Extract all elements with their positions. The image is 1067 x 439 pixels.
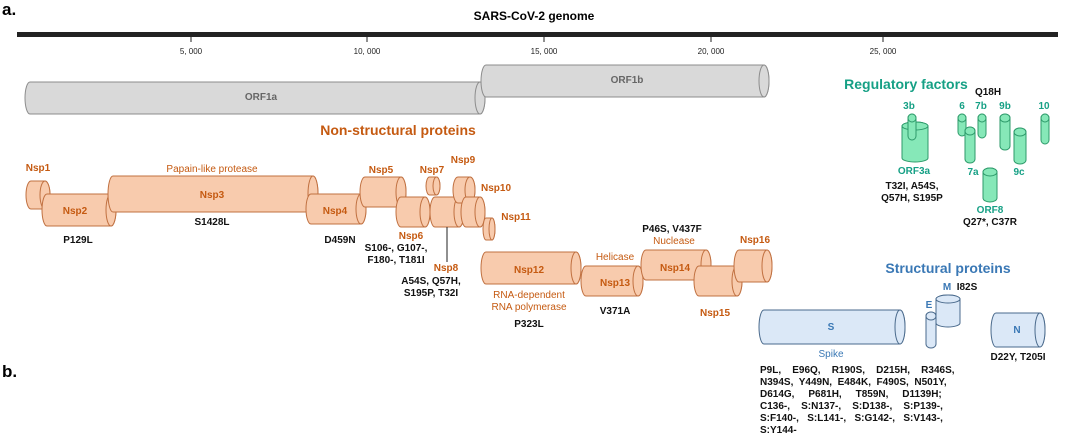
reg-orf3a-label: ORF3a [897, 166, 931, 177]
m-mutations: I82S [956, 282, 978, 293]
nsp9-label: Nsp9 [450, 155, 476, 166]
orf8-mutations: Q27*, C37R [963, 217, 1017, 228]
nsp16-shape-cap [761, 249, 773, 283]
rdrp-label-line2: RNA polymerase [491, 302, 567, 313]
structural-s-label: S [827, 322, 835, 333]
nsp12-mutations: P323L [514, 319, 544, 330]
regulatory-heading: Regulatory factors [844, 76, 968, 92]
nuclease-label: Nuclease [653, 236, 695, 247]
spike-description: Spike [818, 349, 844, 360]
reg-10-label: 10 [1038, 101, 1050, 112]
spike-mutations-line5: S:F140-, S:L141-, S:G142-, S:V143-, [760, 413, 943, 424]
nsp14-label: Nsp14 [659, 263, 691, 274]
nsp13-label: Nsp13 [599, 278, 631, 289]
nsp16-label: Nsp16 [739, 235, 771, 246]
orf1a-label: ORF1a [244, 92, 278, 103]
nsp4-mutations: D459N [324, 235, 356, 246]
spike-mutations-line4: C136-, S:N137-, S:D138-, S:P139-, [760, 401, 943, 412]
reg-6-shape-cap [957, 113, 967, 123]
genome-tick-15000: 15, 000 [530, 47, 558, 56]
reg-9b-shape-cap [999, 113, 1011, 123]
structural-n-label: N [1013, 325, 1021, 336]
panel-label-b: b. [2, 362, 18, 381]
nsp11-label: Nsp11 [501, 212, 531, 223]
reg-9c-label: 9c [1013, 167, 1025, 178]
reg-3b-shape-cap [907, 113, 917, 123]
nsp8-label: Nsp8 [433, 263, 459, 274]
spike-mutations-line1: P9L, E96Q, R190S, D215H, R346S, [760, 365, 955, 376]
genome-title: SARS-CoV-2 genome [473, 9, 595, 23]
reg-orf8-label: ORF8 [976, 205, 1004, 216]
nsp11-shape-cap [488, 217, 496, 241]
papain-protease-label: Papain-like protease [166, 164, 258, 175]
spike-shape-cap [894, 309, 906, 345]
genome-tick-5000: 5, 000 [179, 47, 203, 56]
orf3a-mutations-line2: Q57H, S195P [881, 193, 943, 204]
reg-9b-label: 9b [999, 101, 1011, 112]
reg-7a-label: 7a [967, 167, 979, 178]
n-shape-cap [1034, 312, 1046, 348]
nsp6-mutations-line1: S106-, G107-, [364, 243, 428, 254]
helicase-label: Helicase [595, 252, 635, 263]
nsp6-label: Nsp6 [398, 231, 424, 242]
structural-e-label: E [925, 300, 933, 311]
reg-6-label: 6 [959, 101, 965, 112]
spike-mutations-line3: D614G, P681H, T859N, D1139H; [760, 389, 942, 400]
nsp4-label: Nsp4 [322, 206, 348, 217]
nsp6-shape-cap [419, 196, 431, 228]
reg-10-shape-cap [1040, 113, 1050, 123]
reg-7b-shape-cap [977, 113, 987, 123]
panel-label-a: a. [2, 0, 17, 19]
nsp6-mutations-line2: F180-, T181I [367, 255, 425, 266]
nonstructural-heading: Non-structural proteins [320, 122, 476, 138]
nsp8-mutations-line2: S195P, T32I [403, 288, 459, 299]
reg-3b-label: 3b [903, 101, 915, 112]
reg-7a-shape-cap [964, 126, 976, 136]
orf1b-shape-cap [758, 64, 770, 98]
rdrp-label-line1: RNA-dependent [493, 290, 565, 301]
nsp14-mutations: P46S, V437F [642, 224, 702, 235]
nsp15-label: Nsp15 [699, 308, 731, 319]
nsp10-label: Nsp10 [480, 183, 512, 194]
m-shape-cap [935, 294, 961, 304]
spike-mutations-line6: S:Y144- [760, 425, 797, 436]
nsp10-shape-cap [474, 196, 486, 228]
reg-9c-shape-cap [1013, 127, 1027, 137]
nsp7-shape-cap [432, 176, 441, 196]
genome-bar [17, 32, 1058, 37]
nsp7-label: Nsp7 [419, 165, 445, 176]
nsp2-label: Nsp2 [62, 206, 88, 217]
orf8-shape-cap [982, 167, 998, 177]
nsp1-label: Nsp1 [25, 163, 51, 174]
reg-7b-label: 7b [975, 101, 987, 112]
nsp2-mutations: P129L [63, 235, 93, 246]
nsp8-mutations-line1: A54S, Q57H, [401, 276, 461, 287]
structural-heading: Structural proteins [885, 260, 1011, 276]
reg-top-mutation: Q18H [974, 87, 1002, 98]
orf1b-label: ORF1b [610, 75, 644, 86]
e-shape-cap [925, 311, 937, 321]
orf3a-mutations-line1: T32I, A54S, [885, 181, 939, 192]
n-mutations: D22Y, T205I [990, 352, 1046, 363]
nsp13-mutations: V371A [599, 306, 631, 317]
nsp13-shape-cap [632, 265, 644, 297]
genome-tick-10000: 10, 000 [353, 47, 381, 56]
genome-tick-20000: 20, 000 [697, 47, 725, 56]
nsp3-mutations: S1428L [194, 217, 230, 228]
genome-tick-25000: 25, 000 [869, 47, 897, 56]
nsp3-label: Nsp3 [199, 190, 225, 201]
nsp12-shape-cap [570, 251, 582, 285]
structural-m-label: M [942, 282, 952, 293]
nsp5-label: Nsp5 [368, 165, 394, 176]
spike-mutations-line2: N394S, Y449N, E484K, F490S, N501Y, [760, 377, 947, 388]
nsp12-label: Nsp12 [513, 265, 545, 276]
